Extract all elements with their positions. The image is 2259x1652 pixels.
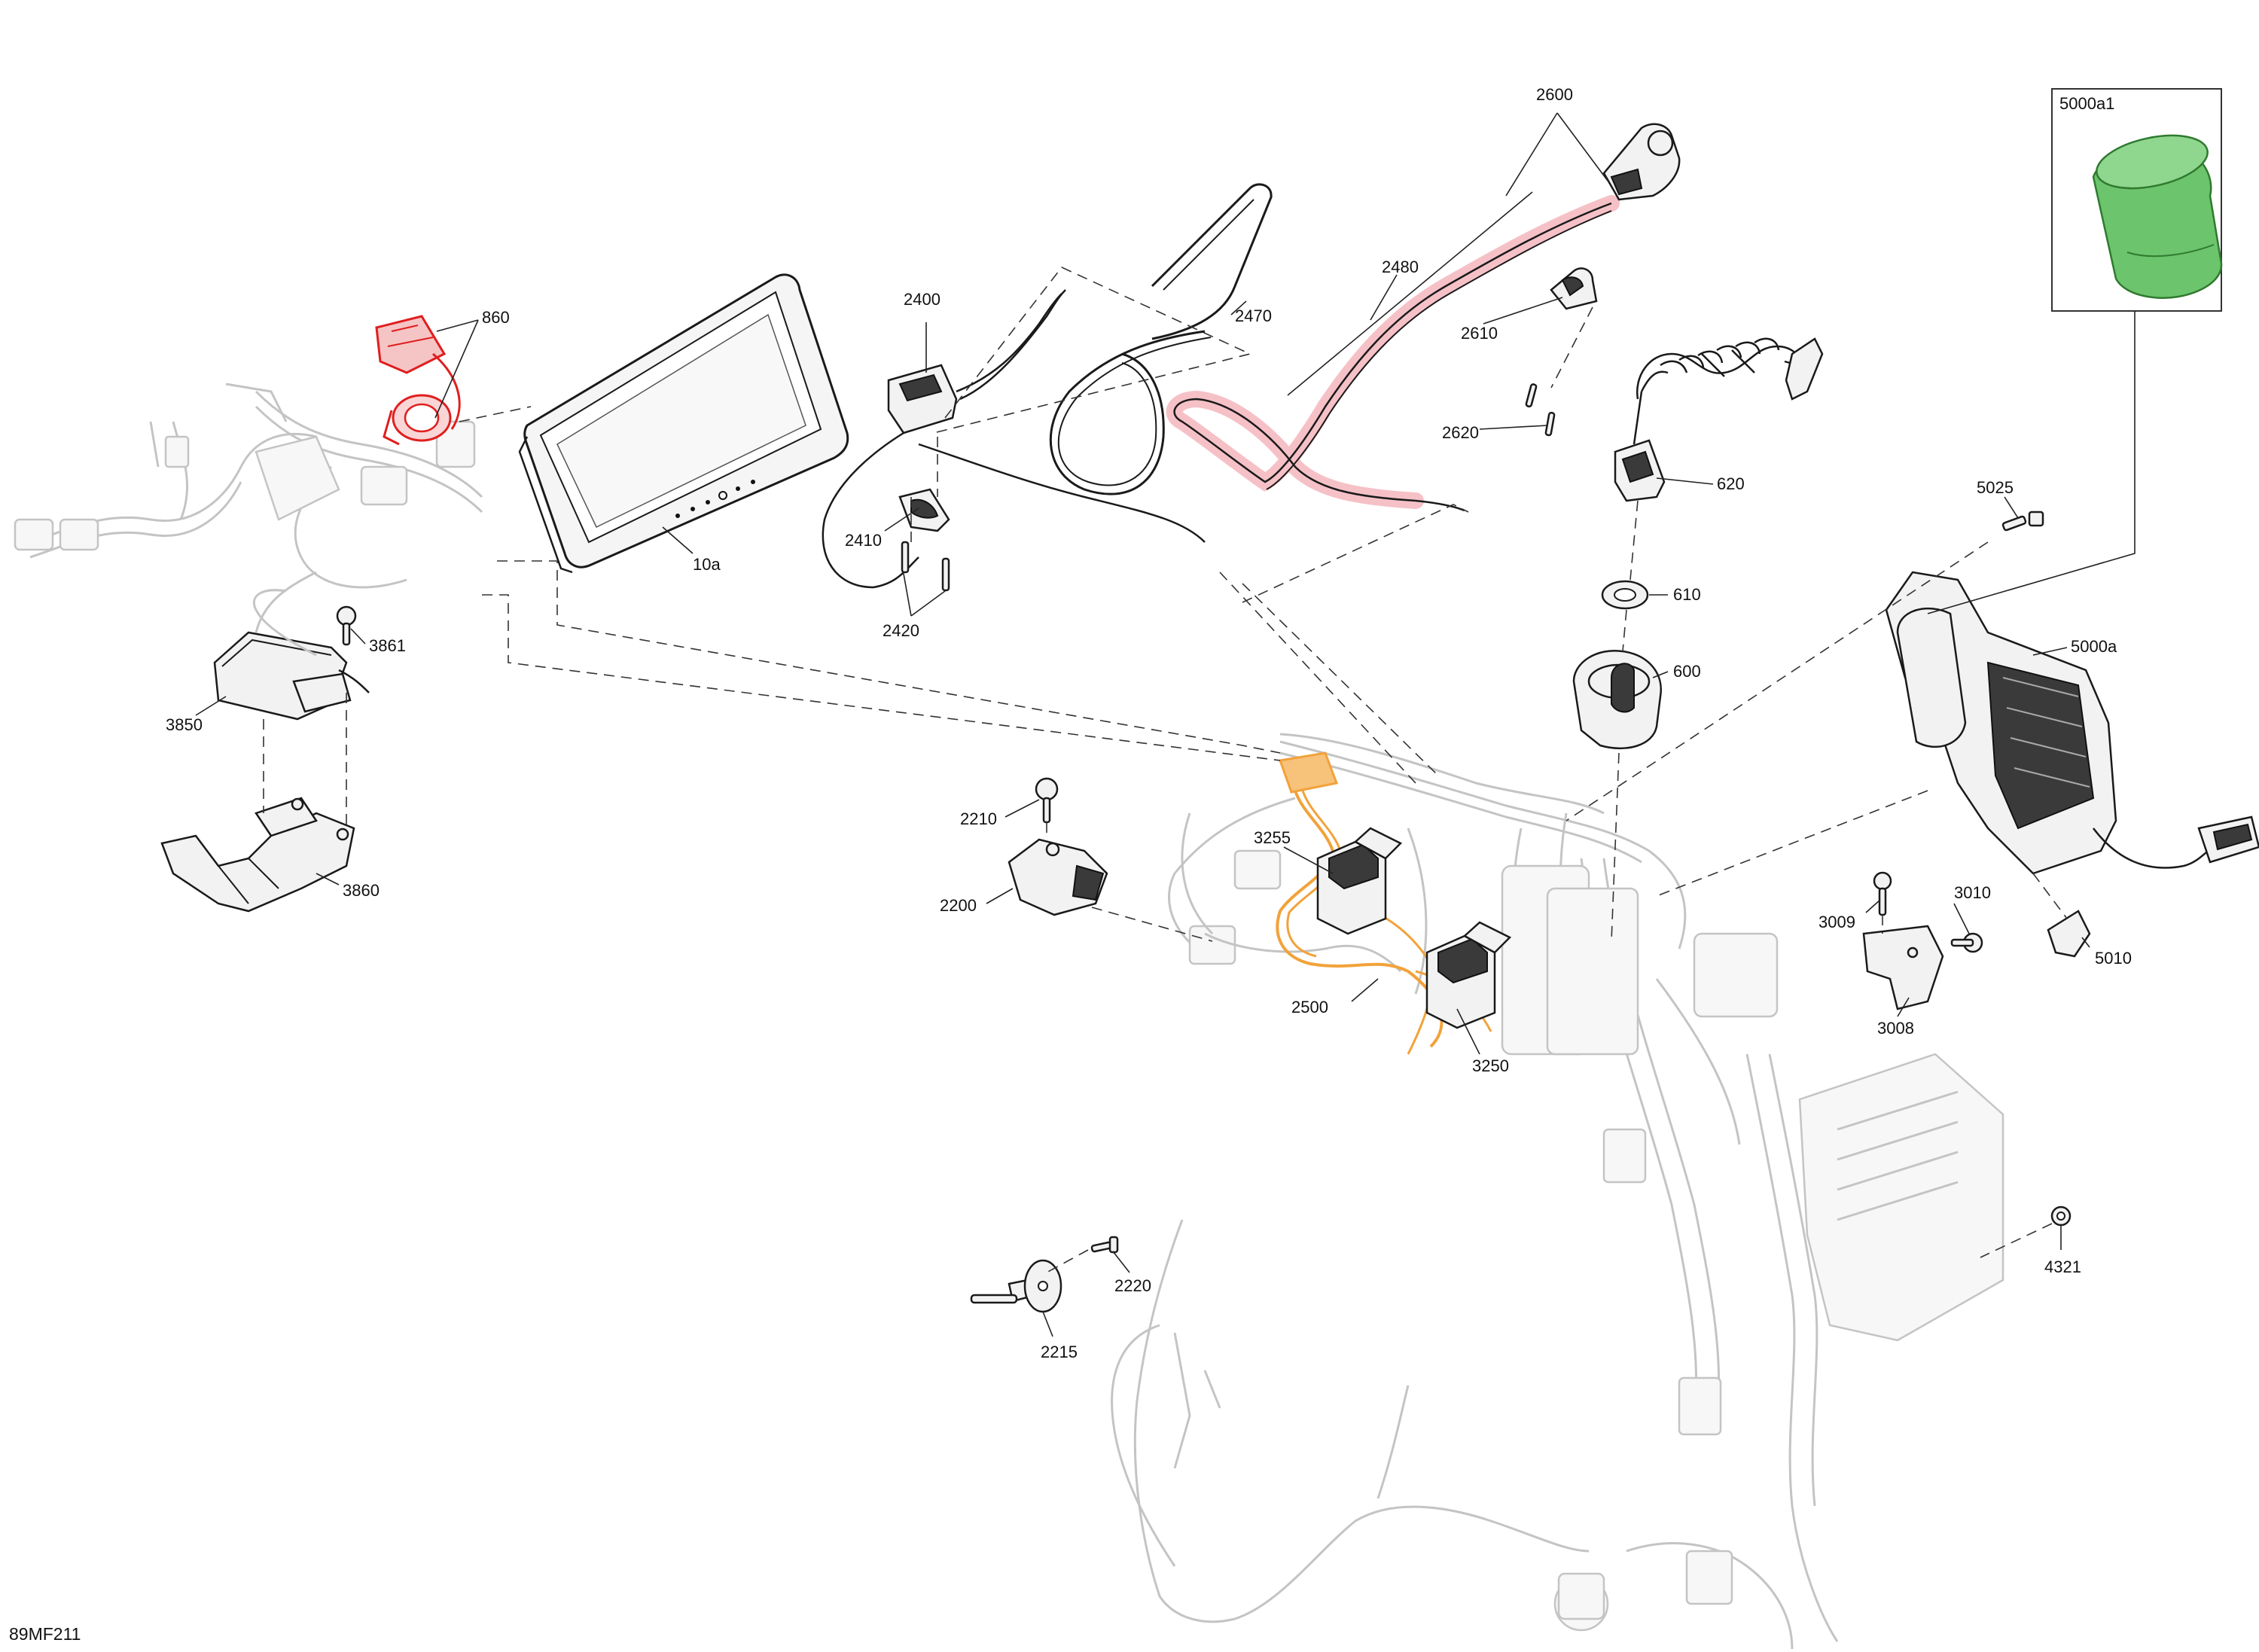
- part-3861-screw: [336, 605, 357, 646]
- part-5010-clip: [2047, 910, 2091, 958]
- part-610-nut: [1601, 580, 1649, 610]
- part-2470-cable: [1049, 183, 1273, 495]
- inset-5000a1: [2051, 88, 2223, 312]
- callout-2610: 2610: [1461, 324, 1498, 343]
- part-2480-harness: [1166, 195, 1620, 512]
- callout-2210: 2210: [960, 809, 997, 828]
- part-2600-connector: [1602, 123, 1681, 201]
- callout-610: 610: [1673, 585, 1701, 604]
- part-4321-nut: [2050, 1205, 2072, 1227]
- callout-3009: 3009: [1818, 913, 1855, 931]
- part-3008-bracket: [1862, 925, 1944, 1010]
- part-3250-switch: [1425, 921, 1512, 1029]
- part-3009-bolt: [1873, 871, 1892, 916]
- callout-5000a: 5000a: [2071, 637, 2117, 656]
- dashed-leaders: [263, 267, 2068, 1273]
- part-2400-connector: [822, 289, 1206, 589]
- callout-2420: 2420: [883, 621, 919, 640]
- part-2200-sensor: [1008, 838, 1108, 916]
- ghost-main-harness: [1111, 740, 2004, 1650]
- part-2220-screw: [1090, 1236, 1119, 1254]
- callout-2470: 2470: [1235, 306, 1272, 325]
- callout-2600: 2600: [1536, 85, 1573, 104]
- callout-3008: 3008: [1877, 1019, 1914, 1038]
- callout-2215: 2215: [1041, 1343, 1078, 1361]
- callout-2500: 2500: [1291, 998, 1328, 1016]
- callout-620: 620: [1717, 474, 1745, 493]
- callout-3850: 3850: [166, 715, 203, 734]
- drawing-code: 89MF211: [9, 1624, 81, 1644]
- part-2420-screws: [901, 541, 950, 592]
- callout-10a: 10a: [693, 555, 721, 574]
- callout-860: 860: [482, 308, 510, 327]
- callout-2620: 2620: [1442, 423, 1479, 442]
- callout-600: 600: [1673, 662, 1701, 681]
- callout-5010: 5010: [2095, 949, 2132, 968]
- part-3850-module: [213, 589, 370, 721]
- callout-2400: 2400: [904, 290, 940, 309]
- part-3010-bolt: [1950, 932, 1983, 953]
- part-2215-sensor: [970, 1259, 1062, 1313]
- callout-3860: 3860: [343, 881, 380, 900]
- callout-2410: 2410: [845, 531, 882, 550]
- callout-labels: 860 10a 2400 2410 2420 2470 2480 2600 26…: [166, 85, 2132, 1361]
- part-5025-bolt: [2001, 511, 2044, 532]
- callout-2200: 2200: [940, 896, 977, 915]
- callout-2480: 2480: [1382, 258, 1419, 276]
- part-600-switch: [1572, 649, 1663, 749]
- ghost-left-harness: [14, 383, 483, 633]
- part-5000a-assembly: [1885, 571, 2259, 875]
- part-860-lamp: [375, 315, 461, 446]
- part-3860-bracket: [160, 797, 355, 913]
- part-3255-switch: [1316, 827, 1403, 935]
- callout-3250: 3250: [1472, 1056, 1509, 1075]
- callout-3255: 3255: [1254, 828, 1291, 847]
- solid-leaders: [195, 112, 2136, 1337]
- part-2210-screw: [1035, 777, 1059, 824]
- ghost-center-harness: [1181, 733, 1605, 995]
- part-2410-clip: [898, 488, 950, 532]
- callout-3010: 3010: [1954, 883, 1991, 902]
- part-10a-display: [518, 273, 849, 574]
- callout-3861: 3861: [369, 636, 406, 655]
- callout-5000a1: 5000a1: [2059, 94, 2114, 113]
- part-2610-bracket: [1550, 267, 1598, 310]
- callout-5025: 5025: [1977, 478, 2014, 497]
- callout-2220: 2220: [1114, 1276, 1151, 1295]
- part-620-coil-cord: [1614, 337, 1824, 502]
- part-2620-screws: [1525, 383, 1556, 437]
- callout-4321: 4321: [2044, 1257, 2081, 1276]
